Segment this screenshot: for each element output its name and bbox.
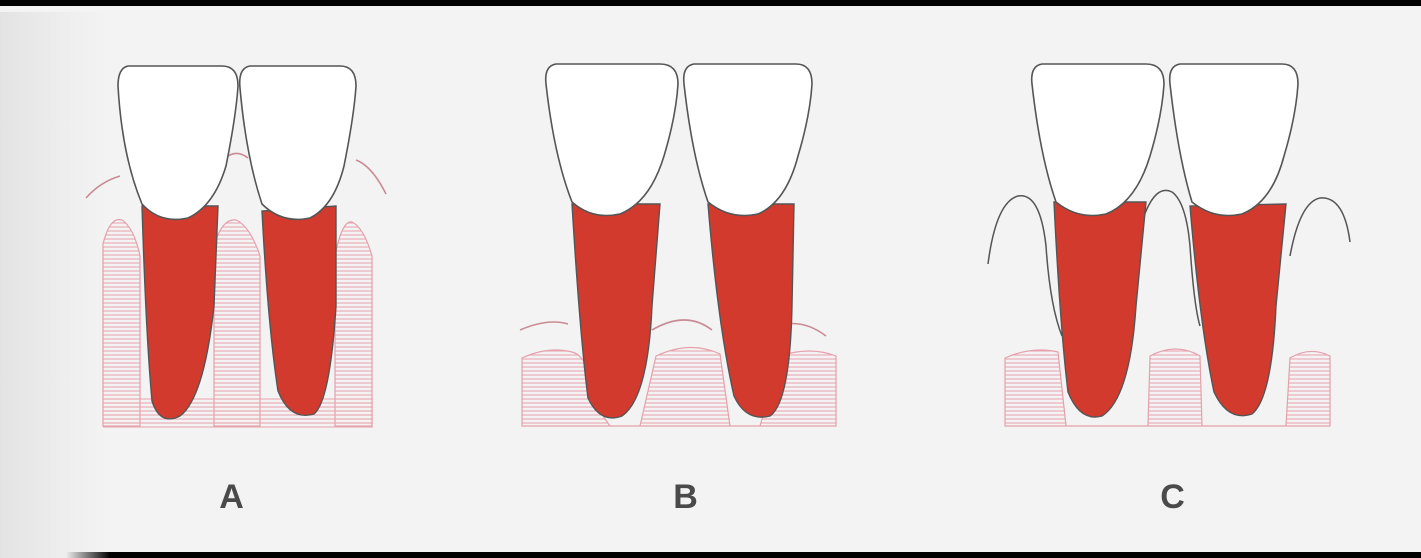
panel-a-root-left <box>142 206 218 419</box>
panel-b <box>520 64 836 426</box>
panel-c-root-right <box>1190 204 1286 416</box>
panel-a-crown-right <box>240 66 356 219</box>
panel-a <box>86 66 386 428</box>
panel-c-label: C <box>1143 478 1203 517</box>
panel-c-root-left <box>1054 202 1146 417</box>
panel-a-label: A <box>202 478 262 517</box>
periodontal-diagram <box>0 6 1421 558</box>
panel-c-crown-left <box>1032 64 1164 216</box>
panel-c-gingiva <box>988 190 1350 336</box>
panel-b-crown-right <box>684 64 812 216</box>
panel-c <box>988 64 1350 426</box>
panel-a-root-right <box>262 206 336 415</box>
panel-b-crown-left <box>546 64 678 216</box>
panel-c-crown-right <box>1170 64 1298 216</box>
panel-b-label: B <box>656 478 716 517</box>
panel-c-bone <box>1005 349 1330 426</box>
panel-a-crown-left <box>118 66 238 219</box>
